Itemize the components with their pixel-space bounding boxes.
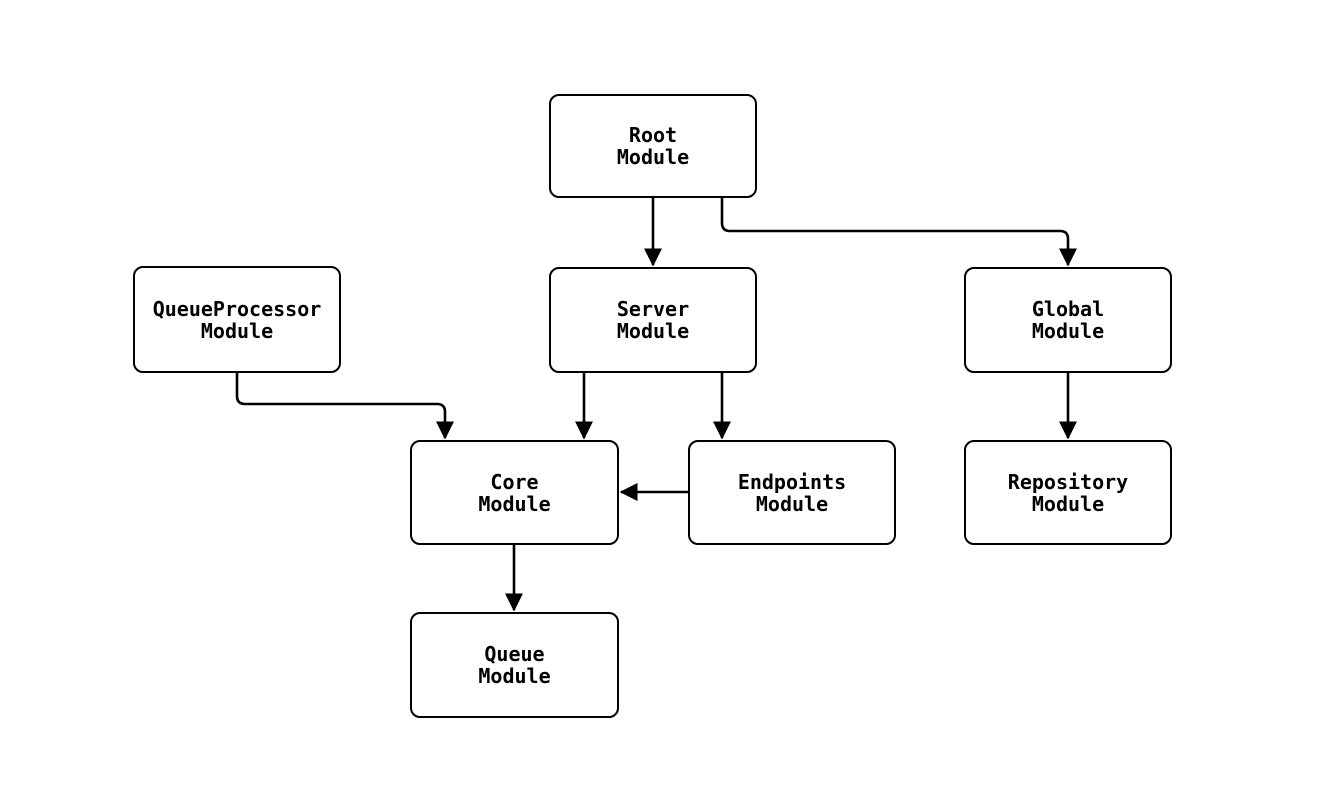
node-label-line: Module xyxy=(1031,491,1105,516)
node-label-line: Module xyxy=(616,319,690,343)
node-root-module: Root Module xyxy=(549,94,757,198)
node-label-line: QueueProcessor xyxy=(152,296,322,321)
node-label-line: Module xyxy=(755,491,829,516)
node-label-line: Server xyxy=(616,297,690,321)
node-core-module: Core Module xyxy=(410,440,619,545)
edge-root-to-global xyxy=(720,198,1078,267)
node-server-module: Server Module xyxy=(549,267,757,373)
node-repository-module: Repository Module xyxy=(964,440,1172,545)
node-label-line: Module xyxy=(200,318,274,343)
edge-queue-processor-to-core xyxy=(235,373,455,440)
node-label-line: Core xyxy=(490,469,539,494)
node-label-line: Module xyxy=(478,664,551,688)
node-global-module: Global Module xyxy=(964,267,1172,373)
node-label-line: Global xyxy=(1031,297,1105,321)
node-label-line: Root xyxy=(628,123,678,147)
node-label-line: Module xyxy=(1031,319,1105,343)
node-label-line: Endpoints xyxy=(737,469,847,494)
node-queue-module: Queue Module xyxy=(410,612,619,718)
node-endpoints-module: Endpoints Module xyxy=(688,440,896,545)
node-label-line: Repository xyxy=(1007,469,1129,494)
node-label-line: Module xyxy=(478,491,551,516)
node-queue-processor-module: QueueProcessor Module xyxy=(133,266,341,373)
node-label-line: Module xyxy=(616,145,690,169)
node-label-line: Queue xyxy=(484,642,545,666)
